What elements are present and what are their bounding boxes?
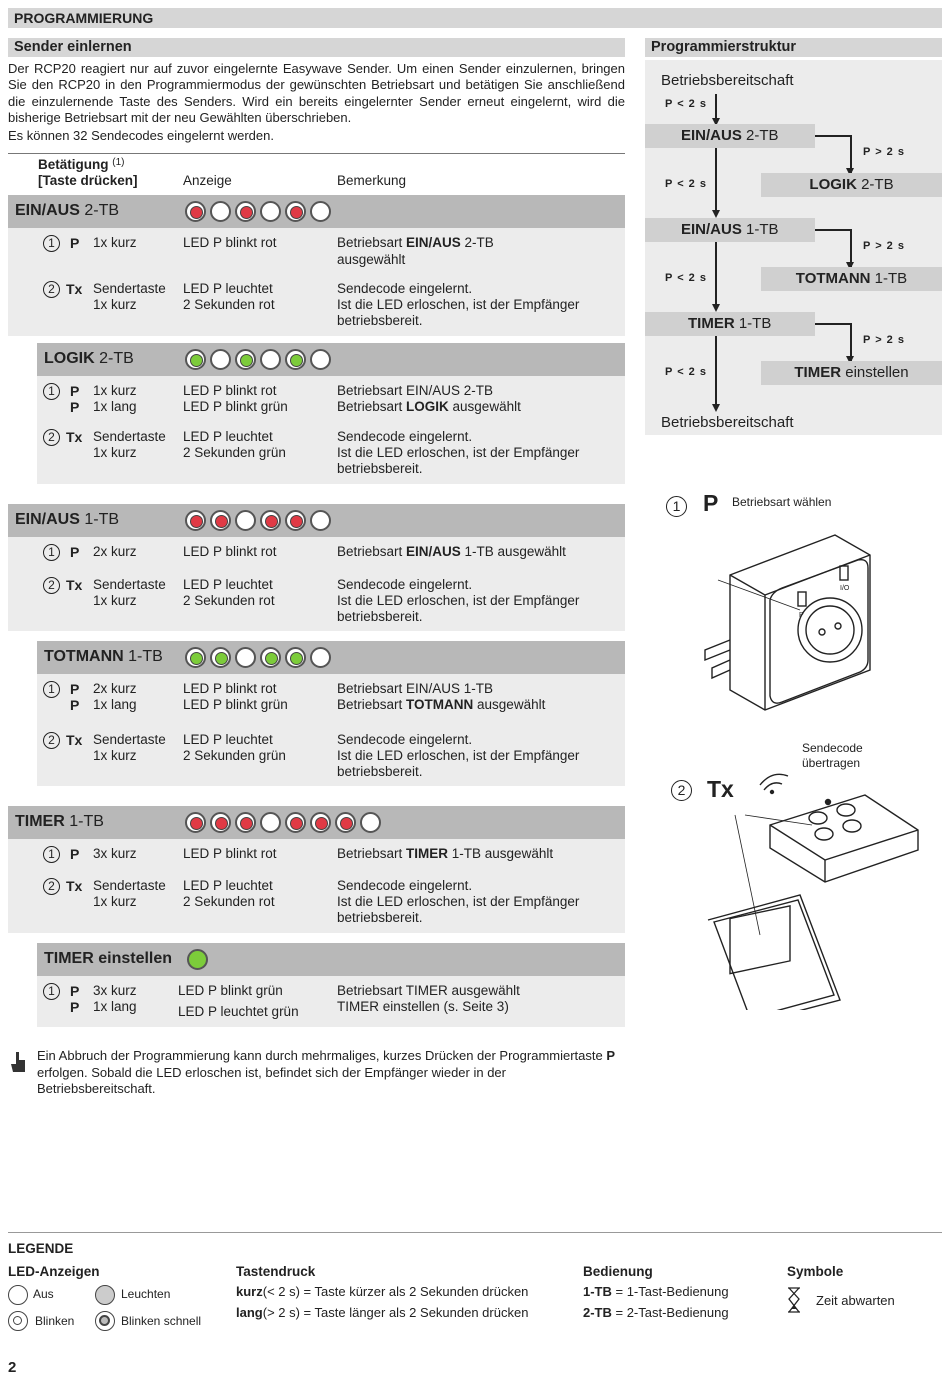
hourglass-icon xyxy=(788,1287,800,1313)
led-on-icon xyxy=(95,1285,115,1305)
hand-pointer-icon xyxy=(11,1052,25,1072)
block-einaus-2tb: EIN/AUS 2-TB 1 P 1x kurz LED P blinkt ro… xyxy=(8,195,625,336)
abort-note: Ein Abbruch der Programmierung kann durc… xyxy=(37,1048,616,1096)
block-logik-2tb: LOGIK 2-TB 1 P P 1x kurz 1x lang LED P b… xyxy=(37,343,625,484)
tx-caption-2: übertragen xyxy=(802,756,861,770)
page-number: 2 xyxy=(8,1359,17,1376)
page-title: PROGRAMMIERUNG xyxy=(8,8,942,28)
structure-diagram: Betriebsbereitschaft P < 2 s EIN/AUS 2-T… xyxy=(645,60,942,435)
step-1-badge: 1 xyxy=(666,496,687,517)
p-caption: Betriebsart wählen xyxy=(732,495,832,509)
led-off-icon xyxy=(8,1285,28,1305)
section-title: Sender einlernen xyxy=(8,38,625,57)
col-betaetigung: Betätigung (1) xyxy=(38,157,125,172)
remote-transmitter-illustration xyxy=(707,773,919,1010)
step-number: 1 xyxy=(43,235,60,252)
led-blink-fast-icon xyxy=(95,1311,115,1331)
led-blink-icon xyxy=(8,1311,28,1331)
divider xyxy=(8,153,625,154)
structure-title: Programmierstruktur xyxy=(645,38,942,57)
block-totmann-1tb: TOTMANN 1-TB 1 P P 2x kurz 1x lang LED P… xyxy=(37,641,625,786)
block-timer-1tb: TIMER 1-TB 1 P 3x kurz LED P blinkt rot … xyxy=(8,806,625,933)
tx-key-label: Tx xyxy=(707,776,734,802)
p-key-label: P xyxy=(703,490,719,516)
intro-text-2: Es können 32 Sendecodes eingelernt werde… xyxy=(8,128,274,143)
step-2-badge: 2 xyxy=(671,780,692,801)
intro-text: Der RCP20 reagiert nur auf zuvor eingele… xyxy=(8,61,625,125)
socket-adapter-illustration: P I/O xyxy=(704,534,871,711)
svg-text:P: P xyxy=(799,612,804,619)
col-taste: [Taste drücken] xyxy=(38,173,138,188)
col-anzeige: Anzeige xyxy=(183,173,232,188)
svg-text:I/O: I/O xyxy=(840,585,850,592)
legend-title: LEGENDE xyxy=(8,1241,74,1256)
block-einaus-1tb: EIN/AUS 1-TB 1 P 2x kurz LED P blinkt ro… xyxy=(8,504,625,631)
block-timer-einstellen: TIMER einstellen 1 P P 3x kurz 1x lang L… xyxy=(37,943,625,1027)
tx-caption-1: Sendecode xyxy=(802,741,863,755)
col-bemerkung: Bemerkung xyxy=(337,173,407,188)
